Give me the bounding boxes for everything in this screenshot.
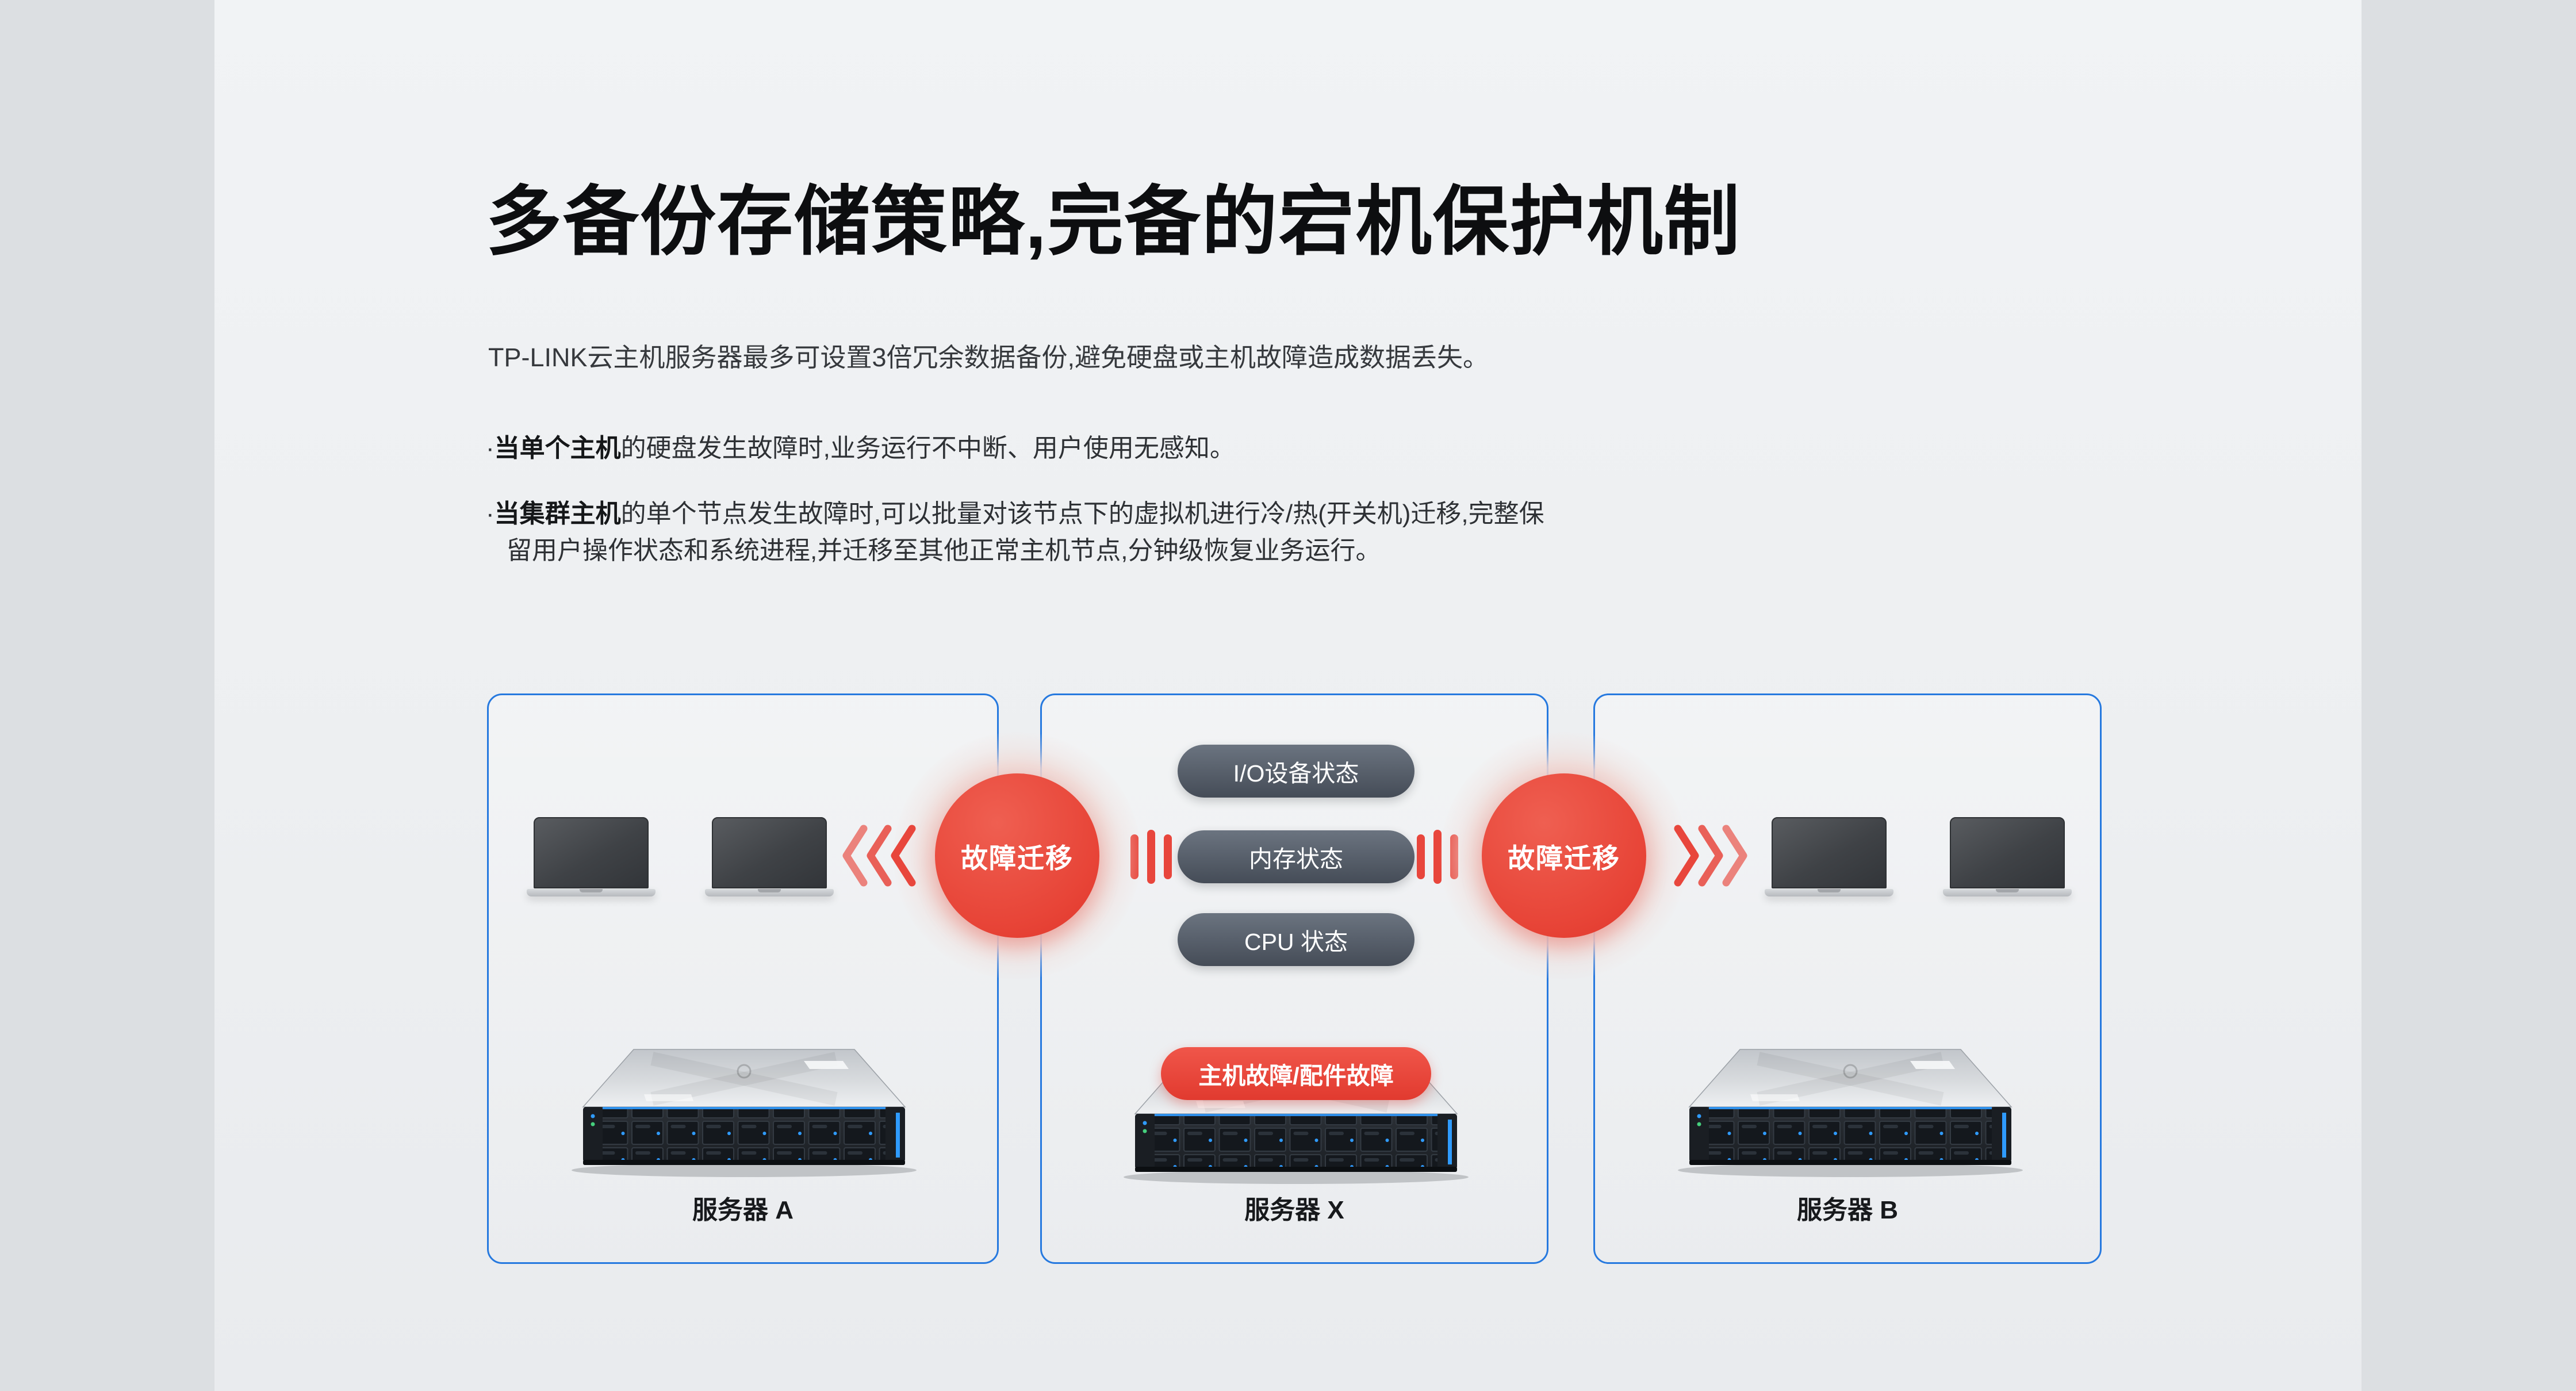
bullet-bold-text: 当集群主机	[494, 500, 621, 528]
failover-badge-right: 故障迁移	[1482, 773, 1646, 938]
rack-server-illustration	[1678, 1049, 2023, 1177]
bar	[1417, 834, 1425, 879]
migrate-right-chevrons-icon	[1674, 825, 1747, 887]
laptop-icon	[705, 817, 834, 896]
status-pill-io: I/O设备状态	[1178, 745, 1414, 798]
bullet-bold-text: 当单个主机	[494, 434, 621, 462]
laptop-base	[1943, 889, 2072, 896]
server-b-label: 服务器 B	[1797, 1196, 1898, 1224]
migrate-left-chevrons-icon	[842, 825, 916, 887]
laptop-base	[527, 889, 656, 896]
page-subtitle: TP-LINK云主机服务器最多可设置3倍冗余数据备份,避免硬盘或主机故障造成数据…	[488, 343, 1489, 372]
server-b-card	[1593, 693, 2102, 1264]
bar	[1164, 834, 1172, 879]
laptop-screen	[1950, 817, 2065, 888]
laptop-screen	[1772, 817, 1887, 888]
rack-server-illustration	[572, 1049, 917, 1177]
bullet-single-host: ·当单个主机的硬盘发生故障时,业务运行不中断、用户使用无感知。	[486, 430, 1866, 467]
laptop-icon	[527, 817, 656, 896]
bullet-rest-text: 的单个节点发生故障时,可以批量对该节点下的虚拟机进行冷/热(开关机)迁移,完整保…	[507, 500, 1544, 565]
laptop-icon	[1765, 817, 1893, 896]
server-x-label: 服务器 X	[1244, 1196, 1344, 1224]
server-a-label: 服务器 A	[692, 1196, 793, 1224]
bullet-cluster-host: ·当集群主机的单个节点发生故障时,可以批量对该节点下的虚拟机进行冷/热(开关机)…	[486, 496, 1567, 569]
status-pill-memory: 内存状态	[1178, 830, 1414, 883]
failover-badge-left: 故障迁移	[935, 773, 1099, 938]
bar	[1147, 830, 1155, 884]
fault-badge: 主机故障/配件故障	[1161, 1047, 1431, 1100]
failover-label: 故障迁移	[1508, 842, 1620, 873]
laptop-screen	[712, 817, 827, 888]
bar	[1433, 830, 1442, 884]
laptop-screen	[534, 817, 649, 888]
failover-label: 故障迁移	[961, 842, 1074, 873]
status-pill-cpu: CPU 状态	[1178, 913, 1414, 966]
laptop-base	[705, 889, 834, 896]
laptop-icon	[1943, 817, 2072, 896]
bullet-rest-text: 的硬盘发生故障时,业务运行不中断、用户使用无感知。	[620, 434, 1235, 462]
laptop-base	[1765, 889, 1893, 896]
bullet-marker: ·	[486, 500, 494, 528]
bullet-marker: ·	[486, 434, 494, 462]
page-title: 多备份存储策略,完备的宕机保护机制	[486, 179, 1741, 264]
